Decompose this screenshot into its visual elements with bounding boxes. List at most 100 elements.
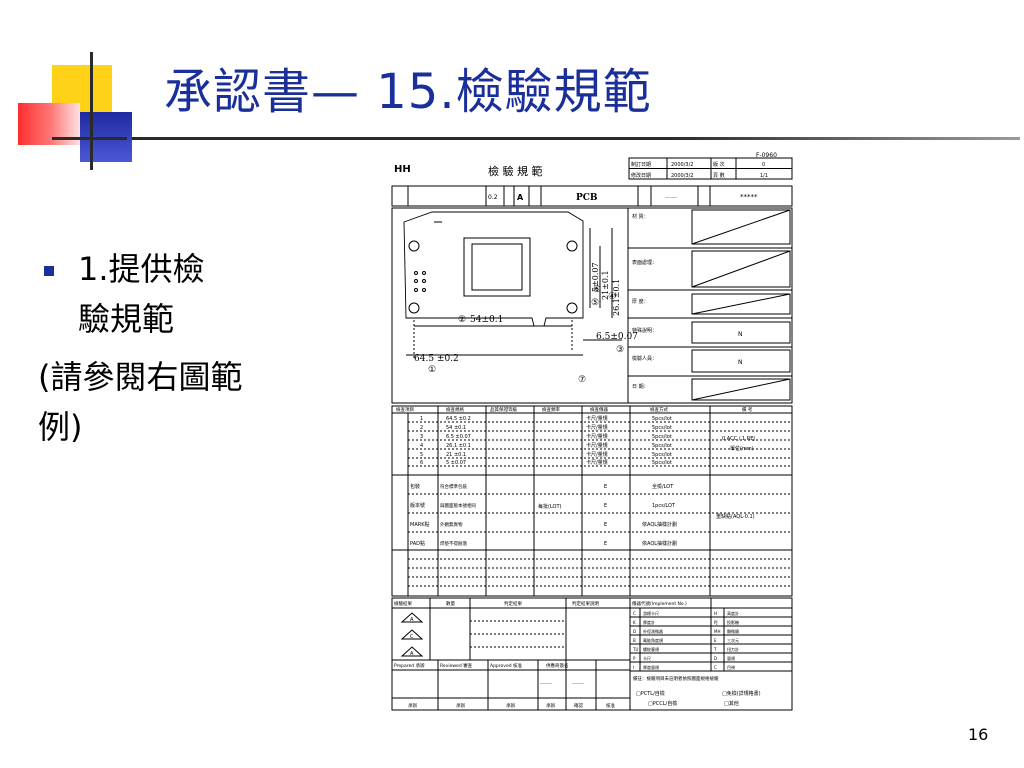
row-tool: 卡尺/量規 — [586, 442, 608, 449]
grade: A — [517, 193, 524, 202]
insp-mark: A — [410, 651, 414, 657]
svg-text:MH: MH — [714, 629, 720, 634]
visual-method: 全檢/LOT — [652, 483, 674, 490]
visual-level: E — [604, 484, 607, 490]
insp-mark: C — [410, 634, 414, 640]
head-value: 2000/3/2 — [671, 162, 693, 168]
spec-header: 檢查頻率 — [542, 406, 560, 413]
dim-label: 26.1±0.1 — [612, 279, 621, 316]
svg-text:D: D — [633, 629, 636, 634]
dim-circle: ① — [428, 365, 436, 375]
svg-text:H: H — [714, 611, 717, 616]
svg-text:T: T — [713, 647, 717, 652]
head-label: 修改日期 — [631, 172, 651, 179]
spec-header: 檢查儀器 — [590, 406, 608, 413]
svg-text:厚度計: 厚度計 — [643, 619, 655, 625]
option: □PCCL/自檢 — [648, 700, 677, 707]
row-spec: 5 ±0.07 — [446, 460, 466, 466]
doc-number: F-0960 — [756, 152, 777, 159]
row-tool: 卡尺/量規 — [586, 459, 608, 466]
dim-unit: 單位(mm) — [730, 445, 754, 452]
visual-desc: 外觀無異物 — [440, 521, 463, 528]
svg-text:量規: 量規 — [727, 655, 735, 661]
sign-header: Prepared 承辦 — [394, 662, 425, 669]
product: PCB — [576, 193, 598, 203]
row-tool: 卡尺/量規 — [586, 433, 608, 440]
sign-label: 核准 — [606, 702, 615, 709]
pcb-outline — [403, 211, 584, 327]
dim-circle: ④ — [608, 292, 616, 302]
visual-desc: 與圖面版本號相同 — [440, 502, 476, 509]
spec-header: 檢查方式 — [650, 406, 668, 413]
head-value: 0 — [762, 162, 765, 168]
sign-label: 承辦 — [456, 702, 465, 709]
dim-label: 54±0.1 — [470, 315, 503, 325]
side-value: N — [738, 331, 743, 338]
svg-text:游標卡尺: 游標卡尺 — [643, 610, 659, 616]
visual-level: E — [604, 541, 607, 547]
dots: …… — [665, 193, 677, 200]
svg-text:PJ: PJ — [714, 620, 718, 625]
row-freq: 5pcs/lot — [652, 434, 672, 440]
visual-item: 包裝 — [410, 483, 420, 490]
svg-text:萬能角度規: 萬能角度規 — [643, 637, 663, 643]
visual-sample: 每批(LOT) — [538, 503, 562, 510]
svg-text:投影機: 投影機 — [727, 619, 739, 625]
decor-vertical-line — [90, 52, 93, 170]
instrument-list: C 游標卡尺 H 高度計 K 厚度計 PJ 投影機 D 外徑測微器 MH 顯微鏡… — [632, 610, 739, 670]
svg-text:B: B — [633, 638, 636, 643]
row-spec: 21 ±0.1 — [446, 452, 466, 458]
row-freq: 5pcs/lot — [652, 443, 672, 449]
row-spec: 26.1 ±0.1 — [446, 443, 471, 449]
row-no: 1 — [420, 416, 423, 422]
row-tool: 卡尺/量規 — [586, 415, 608, 422]
visual-level: E — [604, 522, 607, 528]
bottom-header: 檢驗結果 — [394, 600, 412, 607]
row-tool: 卡尺/量規 — [586, 451, 608, 458]
side-label: 檢驗人員： — [632, 355, 657, 362]
head-label: 版 次 — [713, 161, 725, 168]
visual-item: PAD點 — [410, 540, 425, 547]
bottom-header: 數量 — [446, 600, 455, 607]
sign-header: Reviewed 審查 — [440, 662, 473, 669]
row-no: 6 — [420, 460, 423, 466]
side-label: 表面處理： — [632, 259, 657, 266]
instrument-header: 儀器代號(Implement No.) — [632, 600, 687, 607]
visual-item: 版本號 — [410, 502, 425, 509]
bottom-box — [391, 597, 793, 711]
svg-text:C: C — [714, 665, 717, 670]
side-label: 厚 度： — [632, 298, 649, 305]
page-number: 16 — [968, 725, 989, 744]
svg-text:螺紋塞規: 螺紋塞規 — [643, 646, 659, 652]
side-label: 特殊說明： — [632, 327, 657, 334]
visual-note: 重缺點(AQL-0.1) — [716, 513, 755, 520]
sign-label: 確認 — [574, 702, 583, 709]
bottom-header: 判定結果 — [504, 600, 522, 607]
bullet-marker — [44, 266, 54, 276]
row-spec: 6.5 ±0.07 — [446, 434, 471, 440]
svg-text:D: D — [714, 656, 717, 661]
spec-rows: 1 64.5 ±0.2 卡尺/量規 5pcs/lot 2 54 ±0.1 卡尺/… — [420, 415, 672, 466]
drawing-area — [391, 207, 793, 404]
visual-method: 依AQL抽樣計劃 — [642, 521, 677, 528]
slide-title: 承認書— 15.檢驗規範 — [164, 64, 652, 120]
spec-table-box — [391, 405, 793, 597]
svg-text:I: I — [633, 665, 634, 670]
visual-item: MARK點 — [410, 521, 430, 528]
stars: ***** — [740, 193, 758, 201]
visual-level: E — [604, 503, 607, 509]
row-no: 4 — [420, 443, 423, 449]
row-no: 5 — [420, 452, 423, 458]
dim-circle: ② — [458, 315, 466, 325]
sign-label: 承辦 — [408, 702, 417, 709]
decor-horizontal-line — [52, 137, 127, 140]
sign-dots: …… — [572, 679, 584, 686]
svg-text:扭力計: 扭力計 — [727, 646, 739, 652]
row-no: 2 — [420, 425, 423, 431]
option: □免檢(詳規格書) — [722, 690, 761, 697]
title-underline — [132, 137, 1020, 140]
head-value: 1/1 — [760, 173, 768, 179]
spec-header: 品質保證等級 — [490, 406, 517, 413]
row-no: 3 — [420, 434, 423, 440]
row-spec: 64.5 ±0.2 — [446, 416, 471, 422]
